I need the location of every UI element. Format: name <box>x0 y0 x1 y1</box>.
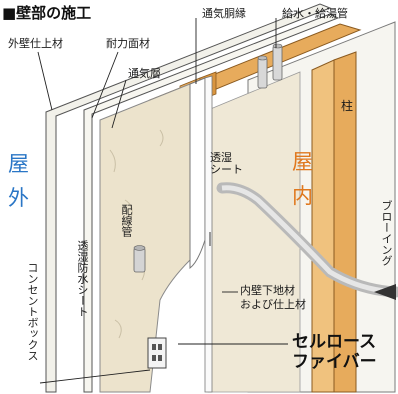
area-indoor-2: 内 <box>292 184 313 208</box>
area-outdoor-2: 外 <box>8 186 29 210</box>
label-vapor-sheet: 透湿 シート <box>210 151 243 176</box>
label-vent-edge: 通気胴縁 <box>202 7 246 20</box>
outer-finish-board <box>45 3 332 393</box>
area-indoor-1: 屋 <box>292 150 313 174</box>
label-outer-finish: 外壁仕上材 <box>8 37 63 50</box>
label-inner-finish: 内壁下地材 および仕上材 <box>240 284 306 311</box>
wiring-pipe <box>133 247 146 273</box>
vapor-sheet <box>189 77 206 270</box>
label-pillar: 柱 <box>341 99 354 113</box>
cellulose-fill-left <box>99 83 191 393</box>
inner-board-edge <box>204 75 213 393</box>
pillar-face <box>311 59 335 393</box>
label-blowing: ブローイング <box>380 200 393 266</box>
area-outdoor-1: 屋 <box>8 152 29 176</box>
label-wiring-pipe: 配線管 <box>120 204 133 237</box>
water-pipe-1 <box>257 57 268 89</box>
water-pipe-2 <box>272 45 283 81</box>
outlet-box <box>147 337 167 369</box>
label-structural-panel: 耐力面材 <box>106 37 150 50</box>
label-outlet-box: コンセントボックス <box>26 262 39 361</box>
label-water-supply: 給水・給湯管 <box>282 7 348 20</box>
label-vent-layer: 通気層 <box>128 67 161 80</box>
leader-lines <box>37 18 288 384</box>
structural-panel <box>83 13 340 393</box>
page-title: ■壁部の施工 <box>2 4 92 22</box>
label-waterproof-sheet: 透湿防水シート <box>76 240 89 317</box>
blowing-arrow <box>374 284 396 300</box>
label-cellulose-fiber: セルロース ファイバー <box>292 332 377 372</box>
